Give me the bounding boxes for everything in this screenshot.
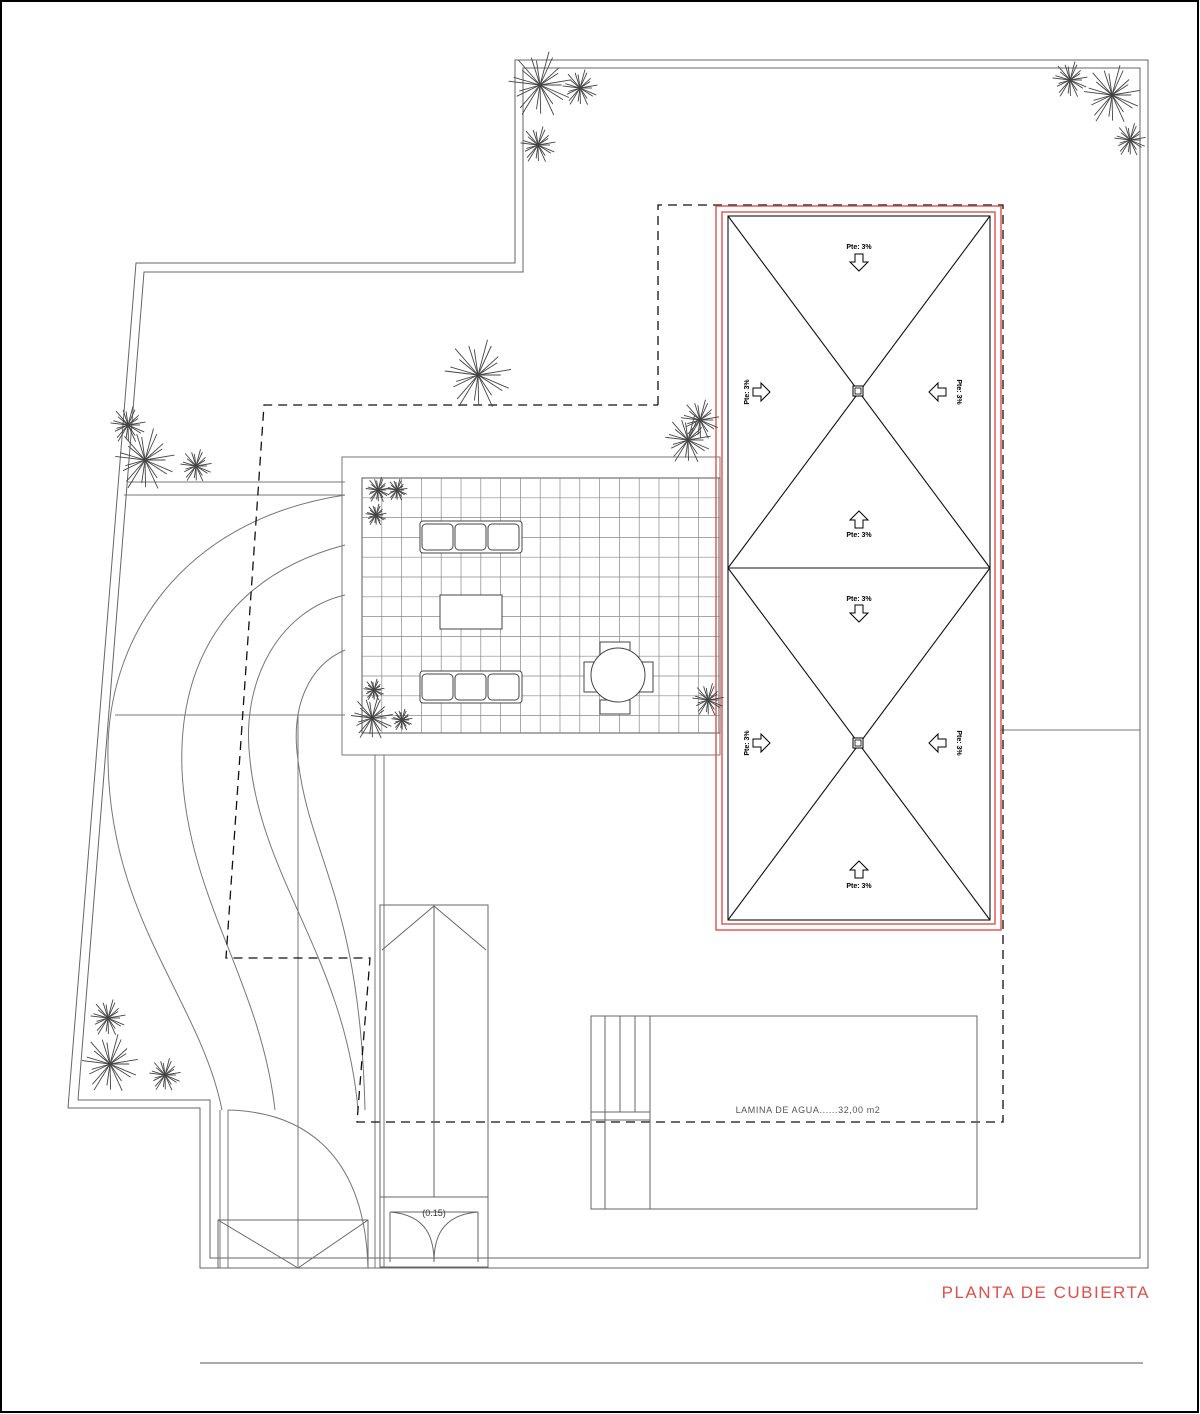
plant-icon xyxy=(1114,123,1146,156)
slope-label: Pte: 3% xyxy=(846,596,872,603)
slope-label: Pte: 3% xyxy=(744,730,751,756)
wall-lines xyxy=(115,481,1140,1268)
plant-icon xyxy=(386,478,408,501)
plant-icon xyxy=(680,399,720,439)
plant-icon xyxy=(110,406,146,442)
pool xyxy=(590,1015,978,1210)
gate-symbol xyxy=(217,1219,369,1269)
plot-boundary xyxy=(67,59,1149,1269)
plant-icon xyxy=(1052,61,1088,97)
slope-arrow-icon xyxy=(928,381,947,403)
pool-label: LAMINA DE AGUA......32,00 m2 xyxy=(736,1105,881,1115)
plant-icon xyxy=(365,503,387,526)
slope-arrow-icon xyxy=(752,732,771,754)
slope-arrow-icon xyxy=(752,381,771,403)
slope-label: Pte: 3% xyxy=(955,730,962,756)
double-door xyxy=(379,1196,489,1268)
slope-arrow-icon xyxy=(848,604,870,623)
plant-icon xyxy=(90,999,126,1035)
slope-label: Pte: 3% xyxy=(846,532,872,539)
drain-icon xyxy=(852,385,864,397)
slope-arrow-icon xyxy=(848,510,870,529)
plant-icon xyxy=(391,708,413,731)
plant-icon xyxy=(363,678,385,701)
plant-icon xyxy=(365,476,391,502)
plant-icon xyxy=(115,428,175,489)
terrace xyxy=(341,456,721,756)
slope-arrow-icon xyxy=(848,860,870,879)
plant-icon xyxy=(444,339,512,407)
plant-icon xyxy=(1083,65,1140,122)
plant-icon xyxy=(81,1034,138,1091)
slope-label: Pte: 3% xyxy=(846,244,872,251)
roof-outline xyxy=(715,205,1002,931)
slope-label: Pte: 3% xyxy=(955,379,962,405)
roof-pitches xyxy=(727,215,991,921)
plant-icon xyxy=(508,51,572,116)
terrace-tile-grid xyxy=(362,478,720,733)
plant-icon xyxy=(562,69,598,105)
slope-label: Pte: 3% xyxy=(744,379,751,405)
round-table-with-chairs xyxy=(583,641,654,715)
plant-icon xyxy=(665,415,711,462)
drawing-title: PLANTA DE CUBIERTA xyxy=(942,1283,1150,1302)
slope-arrow-icon xyxy=(928,732,947,754)
dashed-outline xyxy=(225,204,1004,1123)
plant-icon xyxy=(350,695,393,739)
plant-icon xyxy=(180,449,212,482)
outdoor-sofa xyxy=(419,520,523,554)
plant-icon xyxy=(692,683,724,716)
plant-icon xyxy=(149,1058,181,1091)
slope-label: Pte: 3% xyxy=(846,883,872,890)
stair-ramp xyxy=(379,904,489,1198)
driveway-curves xyxy=(107,494,369,1269)
plants xyxy=(81,51,1146,1091)
plant-icon xyxy=(520,126,556,162)
door-label: (0.15) xyxy=(422,1208,446,1218)
outdoor-sofa xyxy=(419,670,523,704)
outdoor-coffee-table xyxy=(439,594,503,630)
slope-arrow-icon xyxy=(848,253,870,272)
drain-icon xyxy=(852,737,864,749)
